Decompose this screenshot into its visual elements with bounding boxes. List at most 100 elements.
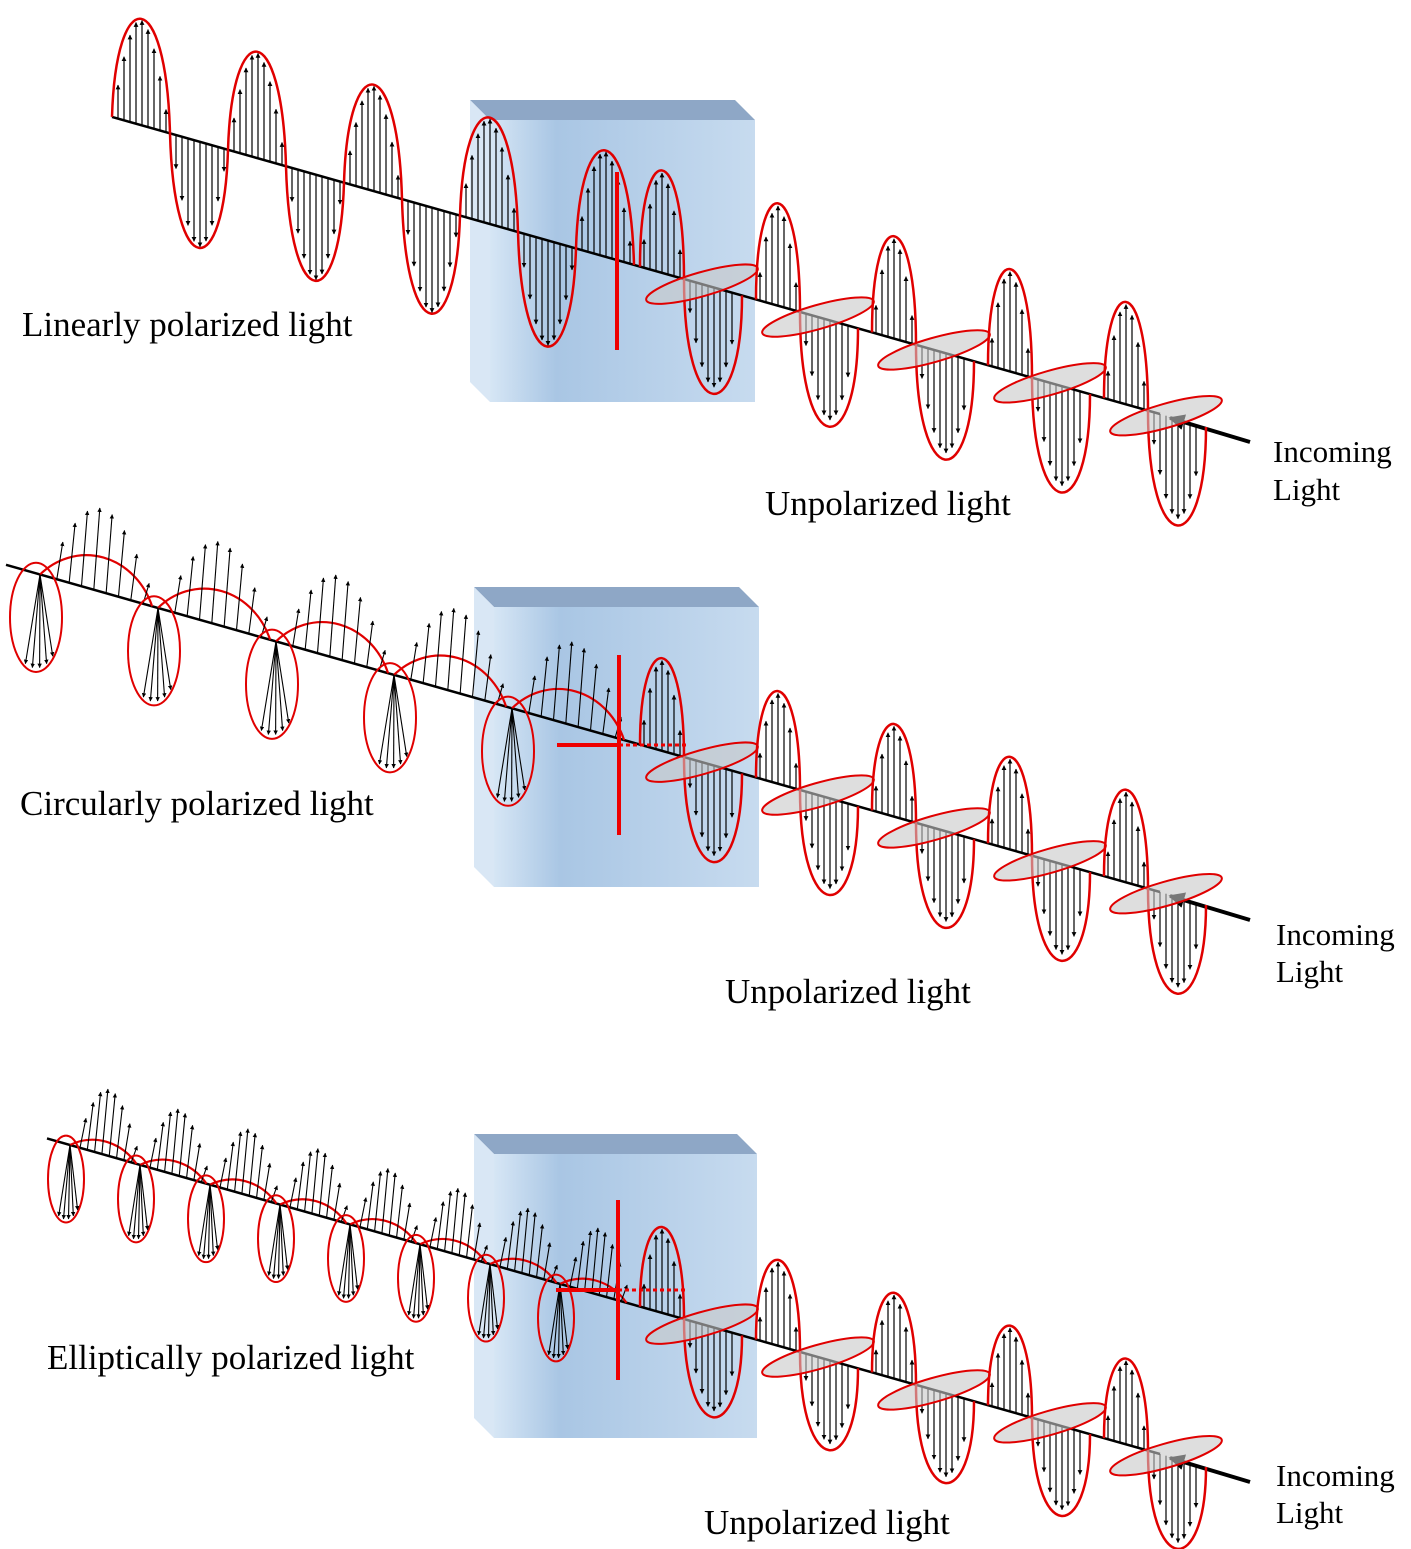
field-vector (333, 1182, 342, 1220)
wave-envelope (798, 789, 860, 897)
field-vector (506, 1221, 515, 1270)
field-vector (266, 641, 277, 735)
field-vector (57, 1144, 71, 1217)
wave-envelope (914, 822, 976, 930)
unpolarized-wave-segment (986, 1324, 1107, 1518)
field-vector (275, 641, 285, 732)
field-vector (388, 1172, 398, 1236)
wave-envelope (284, 166, 346, 283)
field-vector (366, 1181, 375, 1230)
wave-envelope (1102, 788, 1150, 889)
wave-envelope (754, 689, 802, 790)
field-vector (359, 1197, 368, 1228)
field-vector (473, 1222, 482, 1260)
field-vector (86, 1101, 95, 1150)
field-vector (223, 547, 233, 627)
field-vector (528, 675, 537, 714)
wave-envelope (1030, 1417, 1092, 1518)
field-vector (241, 1128, 250, 1194)
field-vector (193, 1143, 202, 1181)
field-vector (198, 544, 208, 620)
field-vector (23, 574, 41, 665)
field-vector (458, 1192, 468, 1256)
wave-envelope (397, 1233, 435, 1323)
field-vector (267, 1204, 281, 1276)
field-vector (94, 1091, 103, 1153)
rotating-field-turn (397, 1187, 488, 1323)
linear-wave-lobe (516, 231, 578, 348)
linear-wave-lobe (168, 133, 230, 250)
wave-envelope (157, 587, 272, 641)
field-vector (495, 708, 513, 798)
wave-envelope (226, 50, 288, 167)
field-vector (416, 1244, 421, 1319)
wave-envelope (275, 621, 390, 674)
field-vector (377, 674, 395, 765)
field-vector (164, 1111, 173, 1172)
unpolarized-wave-segment (638, 169, 759, 396)
field-vector (403, 1202, 412, 1240)
wave-envelope (9, 561, 63, 673)
field-vector (486, 1264, 491, 1339)
wave-envelope (47, 1134, 85, 1224)
field-vector (174, 575, 183, 613)
wave-envelope (1102, 1357, 1150, 1451)
field-vector (56, 541, 65, 580)
unpolarized-wave-segment (1102, 300, 1223, 527)
wave-envelope (342, 83, 404, 200)
rotating-field-turn (467, 1207, 558, 1343)
field-vector (550, 1264, 558, 1282)
field-vector (209, 1184, 220, 1251)
field-vector (434, 610, 444, 687)
field-vector (589, 663, 599, 731)
field-vector (577, 647, 587, 728)
field-vector (459, 614, 469, 694)
field-vector (559, 1283, 570, 1350)
field-vector (536, 1224, 545, 1278)
field-vector (393, 674, 409, 757)
field-vector (156, 1121, 165, 1170)
field-vector (256, 1144, 265, 1198)
field-vector (101, 1088, 110, 1155)
field-vector (540, 656, 549, 717)
field-vector (276, 1204, 281, 1279)
field-vector (304, 1151, 313, 1212)
field-vector (197, 1184, 211, 1257)
rotating-field-turn (327, 1168, 418, 1303)
field-vector (466, 1204, 475, 1258)
linear-wave-lobe (342, 83, 404, 200)
output-label-elliptical: Elliptically polarized light (47, 1338, 415, 1377)
field-vector (39, 574, 55, 657)
field-vector (123, 1123, 132, 1161)
wave-envelope (516, 231, 578, 348)
wave-envelope (870, 722, 918, 823)
unpolarized-wave-segment (638, 656, 759, 864)
field-vector (68, 522, 77, 583)
field-vector (270, 1185, 278, 1203)
wave-envelope (127, 595, 181, 707)
unpolarized-wave-segment (986, 267, 1107, 494)
field-vector (422, 622, 431, 684)
horizontal-lobe (1109, 1434, 1223, 1477)
field-vector (471, 630, 481, 698)
field-vector (502, 708, 513, 802)
field-vector (396, 1184, 405, 1238)
wave-envelope (511, 687, 626, 741)
field-vector (69, 1144, 80, 1211)
unpolarized-wave-segment (870, 1291, 991, 1485)
field-vector (316, 577, 326, 654)
wave-envelope (870, 1291, 918, 1385)
wave-envelope (1146, 410, 1208, 527)
field-vector (149, 1137, 158, 1168)
field-vector (569, 1256, 578, 1287)
linear-wave-lobe (226, 50, 288, 167)
field-vector (200, 1165, 208, 1183)
rotating-field-turn (363, 607, 508, 774)
wave-envelope (638, 656, 686, 758)
unpolarized-wave-segment (754, 1258, 875, 1452)
unpolarized-wave-segment (754, 202, 875, 428)
panel-linear (110, 17, 1251, 527)
field-vector (157, 607, 167, 698)
field-vector (410, 1225, 418, 1242)
field-vector (556, 1283, 561, 1359)
